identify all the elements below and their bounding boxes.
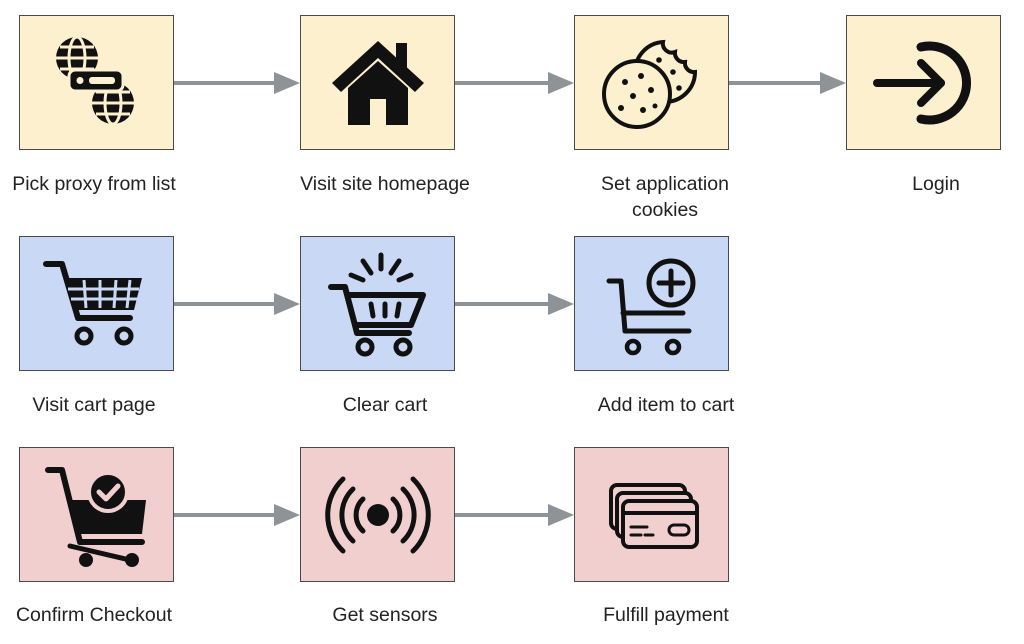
- step-label: Set application cookies: [601, 173, 729, 221]
- step-set-cookies: [574, 15, 729, 150]
- step-visit-cart: [19, 236, 174, 371]
- flow-arrow: [455, 293, 574, 315]
- step-clear-cart: [300, 236, 455, 371]
- step-pick-proxy: [19, 15, 174, 150]
- step-label: Visit site homepage: [300, 173, 470, 195]
- step-label: Clear cart: [342, 394, 428, 416]
- step-login: [846, 15, 1001, 150]
- add-to-cart-icon: [597, 249, 707, 359]
- step-get-sensors: [300, 447, 455, 582]
- step-label: Get sensors: [332, 604, 438, 626]
- flow-arrow: [455, 504, 574, 526]
- step-label: Confirm Checkout: [15, 604, 173, 626]
- credit-cards-icon: [597, 465, 707, 565]
- checkout-cart-icon: [42, 460, 152, 570]
- step-confirm-checkout: [19, 447, 174, 582]
- flow-arrow: [174, 293, 300, 315]
- step-add-item: [574, 236, 729, 371]
- step-visit-homepage: [300, 15, 455, 150]
- shopping-cart-icon: [42, 254, 152, 354]
- step-label: Fulfill payment: [603, 604, 729, 626]
- flow-arrow: [729, 72, 846, 94]
- clear-cart-icon: [323, 249, 433, 359]
- login-icon: [869, 33, 979, 133]
- step-label: Pick proxy from list: [12, 173, 176, 195]
- cookies-icon: [597, 28, 707, 138]
- flow-arrow: [455, 72, 574, 94]
- step-label: Add item to cart: [597, 394, 735, 416]
- step-label: Login: [912, 173, 960, 195]
- globe-proxy-icon: [47, 33, 147, 133]
- house-icon: [328, 33, 428, 133]
- sensor-signal-icon: [323, 465, 433, 565]
- flow-arrow: [174, 504, 300, 526]
- flow-arrow: [174, 72, 300, 94]
- step-label: Visit cart page: [32, 394, 156, 416]
- step-fulfill-payment: [574, 447, 729, 582]
